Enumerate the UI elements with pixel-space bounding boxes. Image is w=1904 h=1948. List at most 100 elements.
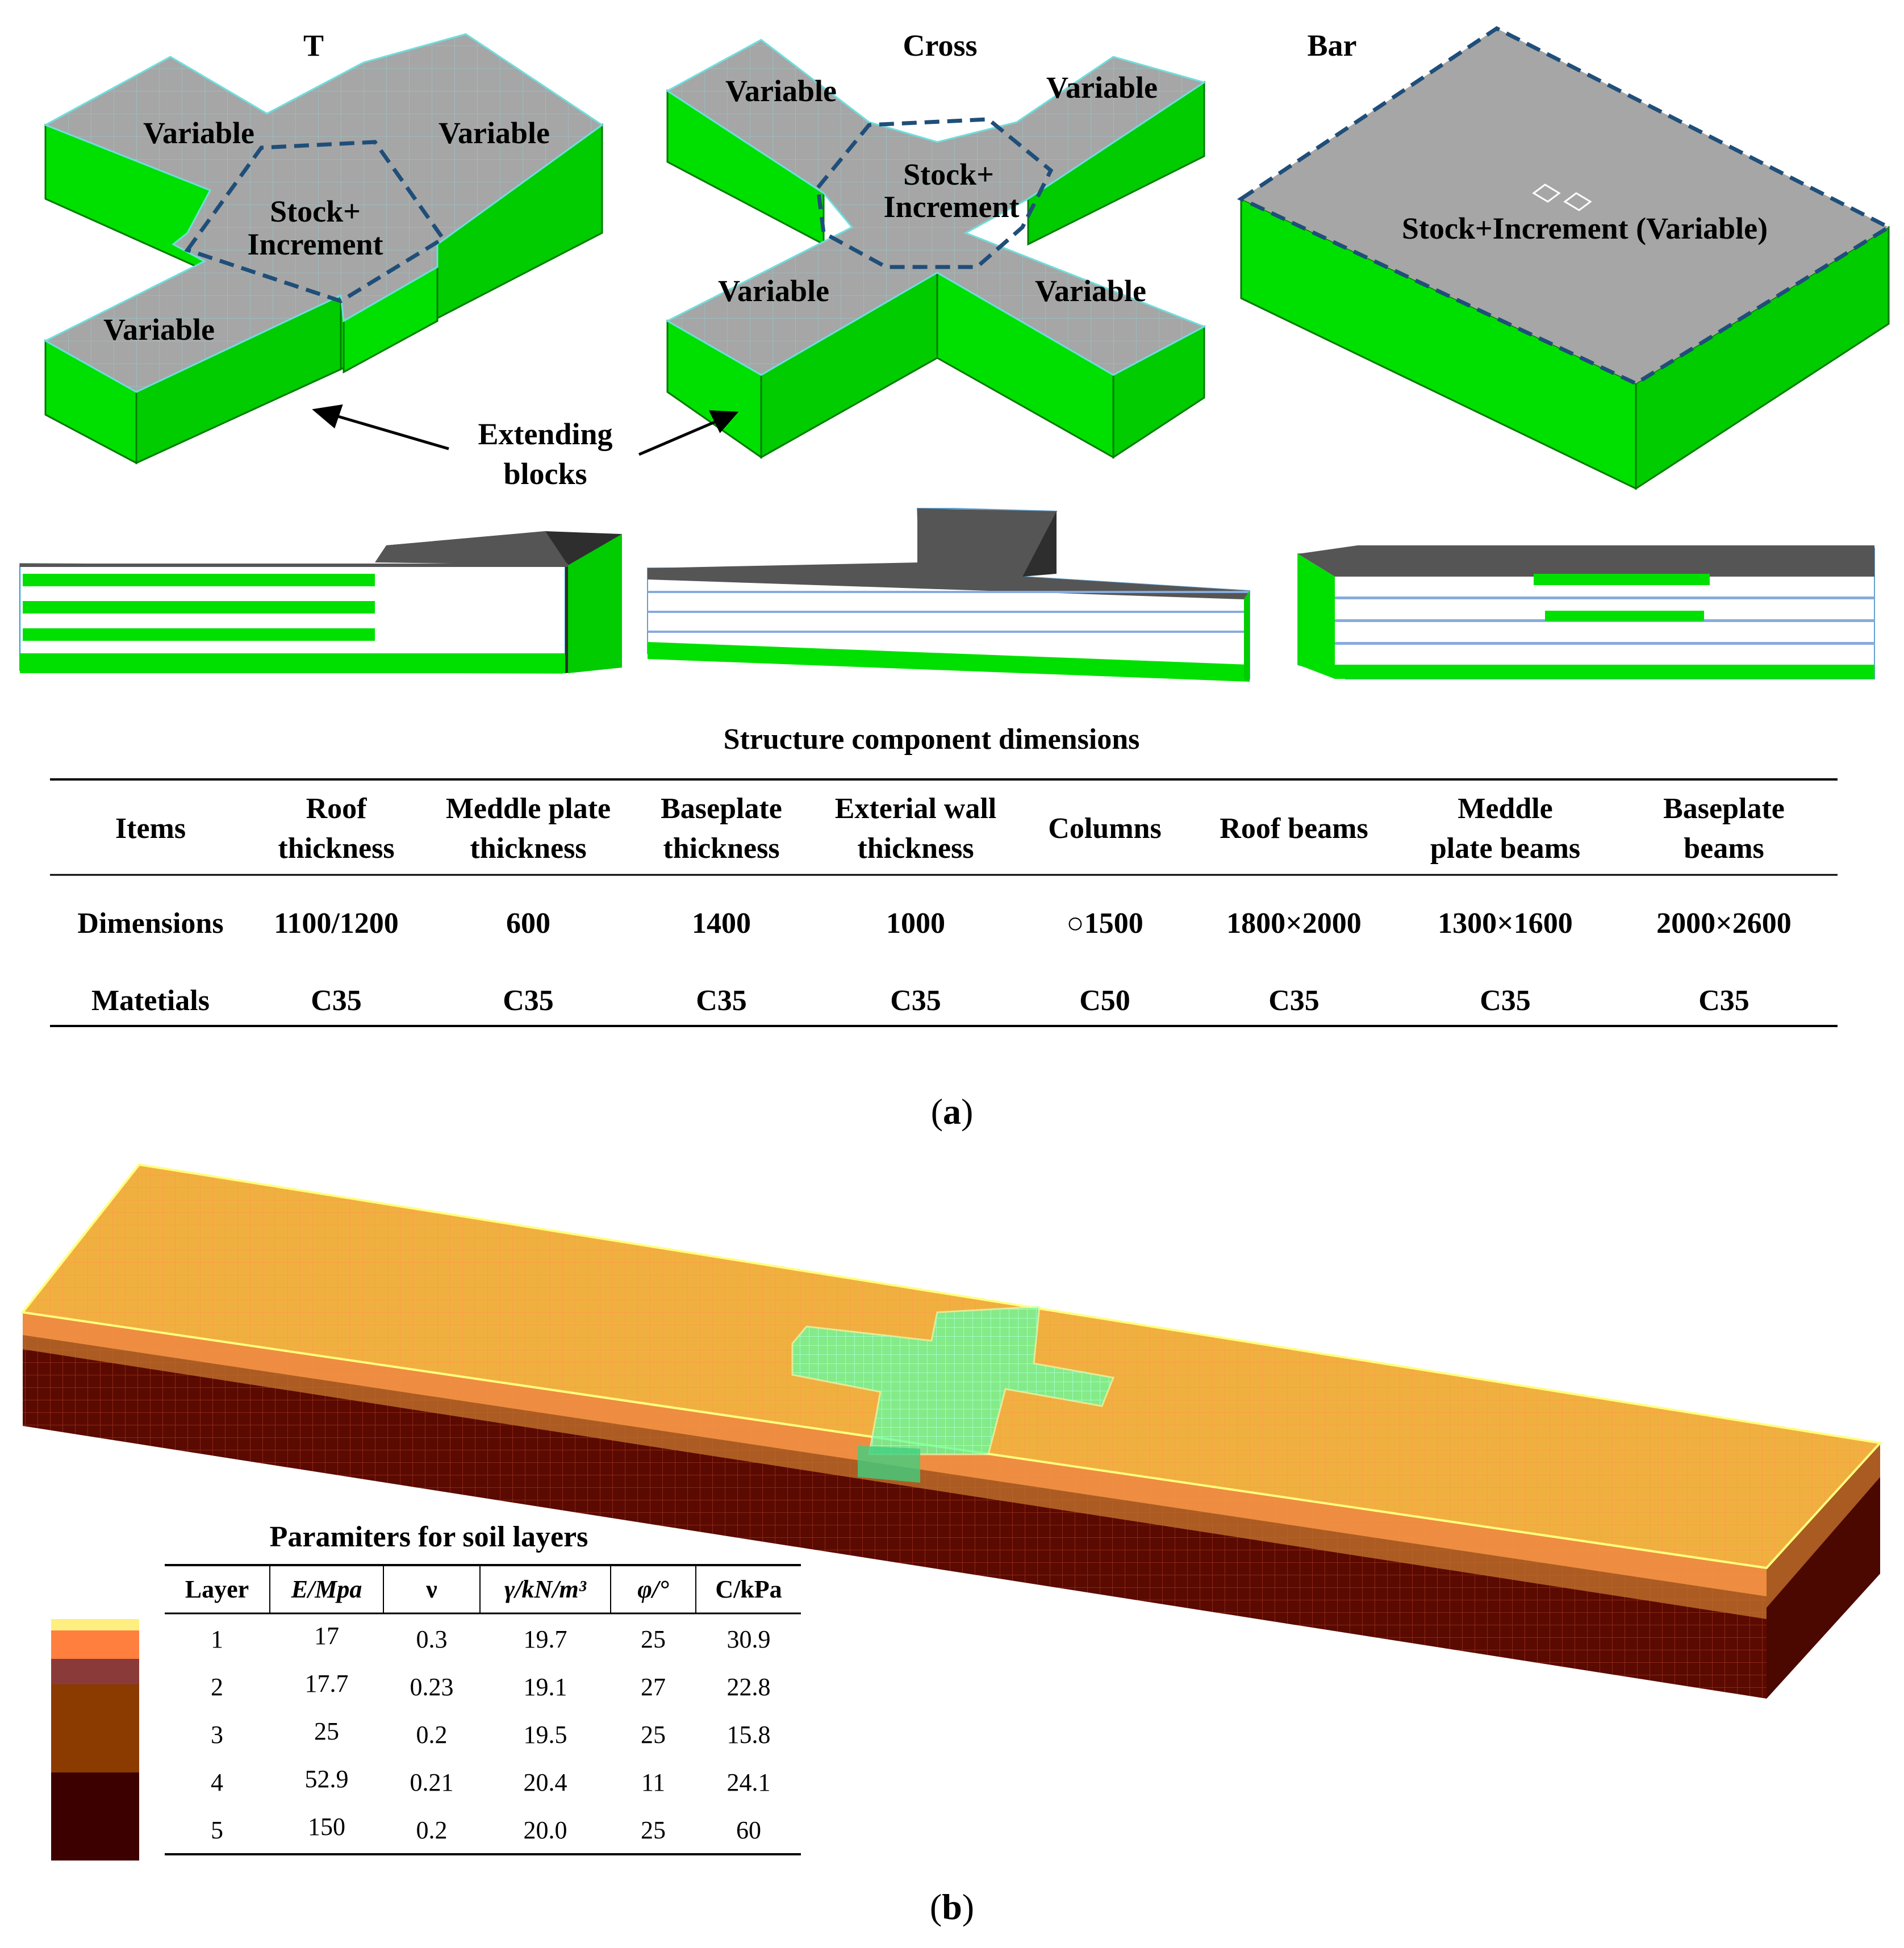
cross-section-view [647,508,1250,682]
row-dimensions-roof-beams: 1800×2000 [1226,907,1362,940]
header-meddle-beams-1: Meddle [1458,792,1553,825]
caption-b-letter: b [942,1887,962,1927]
cross-roof-grid [667,40,1204,375]
soil-model [20,1163,1882,1699]
cross-zone-label-2: Variable [1046,70,1158,105]
row-dimensions-baseplate: 1400 [692,907,751,940]
cross-center-label-1: Stock+ [903,157,994,191]
soil-cell-nu-5: 0.2 [416,1816,448,1844]
legend-layer-2 [51,1630,139,1659]
soil-cell-c-2: 22.8 [727,1673,771,1701]
bar-opening-1 [1532,183,1561,203]
soil-cell-gamma-3: 19.5 [524,1721,567,1749]
header-roof-beams: Roof beams [1220,812,1368,845]
soil-cell-phi-1: 25 [641,1625,666,1653]
header-baseplate-thickness-2: thickness [663,832,779,865]
cross-shape-model [665,39,1206,459]
header-columns: Columns [1048,812,1161,845]
shape-title-t: T [303,28,324,62]
header-roof-thickness-2: thickness [278,832,394,865]
shape-title-bar: Bar [1308,28,1357,62]
bar-center-label: Stock+Increment (Variable) [1402,211,1768,245]
soil-header-nu: ν [425,1575,437,1603]
header-baseplate-thickness-1: Baseplate [661,792,782,825]
t-center-label-2: Increment [248,227,383,261]
soil-header-gamma: γ/kN/m³ [504,1575,587,1603]
t-shape-model [43,33,604,465]
soil-cell-nu-3: 0.2 [416,1721,448,1749]
row-dimensions-roof: 1100/1200 [274,907,399,940]
soil-cell-layer-3: 3 [211,1721,223,1749]
soil-cell-layer-2: 2 [211,1673,223,1701]
soil-cell-gamma-1: 19.7 [524,1625,567,1653]
soil-cell-e-1: 17 [314,1622,339,1650]
bar-roof [1237,26,1893,386]
bar-shape-model [1237,26,1893,490]
row-materials-meddle: C35 [503,985,554,1017]
cross-center-label-2: Increment [884,190,1020,224]
row-dimensions-label: Dimensions [77,907,223,940]
soil-cell-e-4: 52.9 [305,1765,349,1793]
soil-cell-nu-1: 0.3 [416,1625,448,1653]
soil-cell-phi-2: 27 [641,1673,666,1701]
t-zone-label-1: Variable [143,116,254,150]
t-section-view [19,531,622,674]
soil-cell-nu-4: 0.21 [410,1768,454,1796]
extending-blocks-arrows [312,404,739,456]
soil-cell-gamma-5: 20.0 [524,1816,567,1844]
header-baseplate-beams-2: beams [1684,832,1764,865]
structure-table-title: Structure component dimensions [724,723,1140,756]
row-dimensions-meddle: 600 [506,907,550,940]
extending-blocks-label-2: blocks [503,457,587,491]
soil-cell-e-5: 150 [308,1813,345,1841]
caption-a: (a) [931,1091,974,1132]
soil-cell-layer-1: 1 [211,1625,223,1653]
soil-cell-c-5: 60 [736,1816,761,1844]
row-dimensions-columns: ○1500 [1066,907,1143,940]
t-zone-label-2: Variable [439,116,550,150]
shape-title-cross: Cross [903,28,977,62]
soil-cell-gamma-2: 19.1 [524,1673,567,1701]
header-roof-thickness-1: Roof [306,792,368,825]
row-dimensions-meddle-beams: 1300×1600 [1438,907,1573,940]
header-wall-thickness-2: thickness [857,832,974,865]
structure-table: Items Roof thickness Meddle plate thickn… [50,778,1838,1027]
caption-a-letter: a [943,1091,961,1132]
svg-text:(a): (a) [931,1091,974,1132]
t-center-label-1: Stock+ [270,194,361,228]
soil-cell-phi-5: 25 [641,1816,666,1844]
soil-cell-e-3: 25 [314,1717,339,1745]
svg-text:(b): (b) [930,1887,974,1927]
soil-cell-layer-5: 5 [211,1816,223,1844]
legend-layer-3 [51,1659,139,1684]
header-meddle-thickness-2: thickness [470,832,586,865]
header-wall-thickness-1: Exterial wall [835,792,997,825]
header-meddle-beams-2: plate beams [1430,832,1580,865]
row-materials-baseplate: C35 [696,985,747,1017]
bar-opening-2 [1563,192,1592,211]
soil-header-phi: φ/° [637,1575,669,1603]
header-meddle-thickness-1: Meddle plate [446,792,611,825]
soil-cell-gamma-4: 20.4 [524,1768,567,1796]
t-stock-zone-outline [184,140,446,303]
soil-cell-layer-4: 4 [211,1768,223,1796]
row-materials-wall: C35 [890,985,941,1017]
cross-zone-label-4: Variable [1035,274,1146,308]
soil-header-c: C/kPa [715,1575,782,1603]
cross-stock-zone-outline [816,117,1054,269]
caption-b: (b) [930,1887,974,1927]
row-materials-baseplate-beams: C35 [1698,985,1749,1017]
row-materials-label: Matetials [91,985,210,1017]
cross-zone-label-3: Variable [718,274,829,308]
row-dimensions-wall: 1000 [886,907,945,940]
bar-section-view [1297,545,1875,679]
row-materials-columns: C50 [1079,985,1130,1017]
soil-cell-nu-2: 0.23 [410,1673,454,1701]
soil-header-layer: Layer [185,1575,249,1603]
cross-zone-label-1: Variable [725,74,837,108]
soil-cell-c-1: 30.9 [727,1625,771,1653]
